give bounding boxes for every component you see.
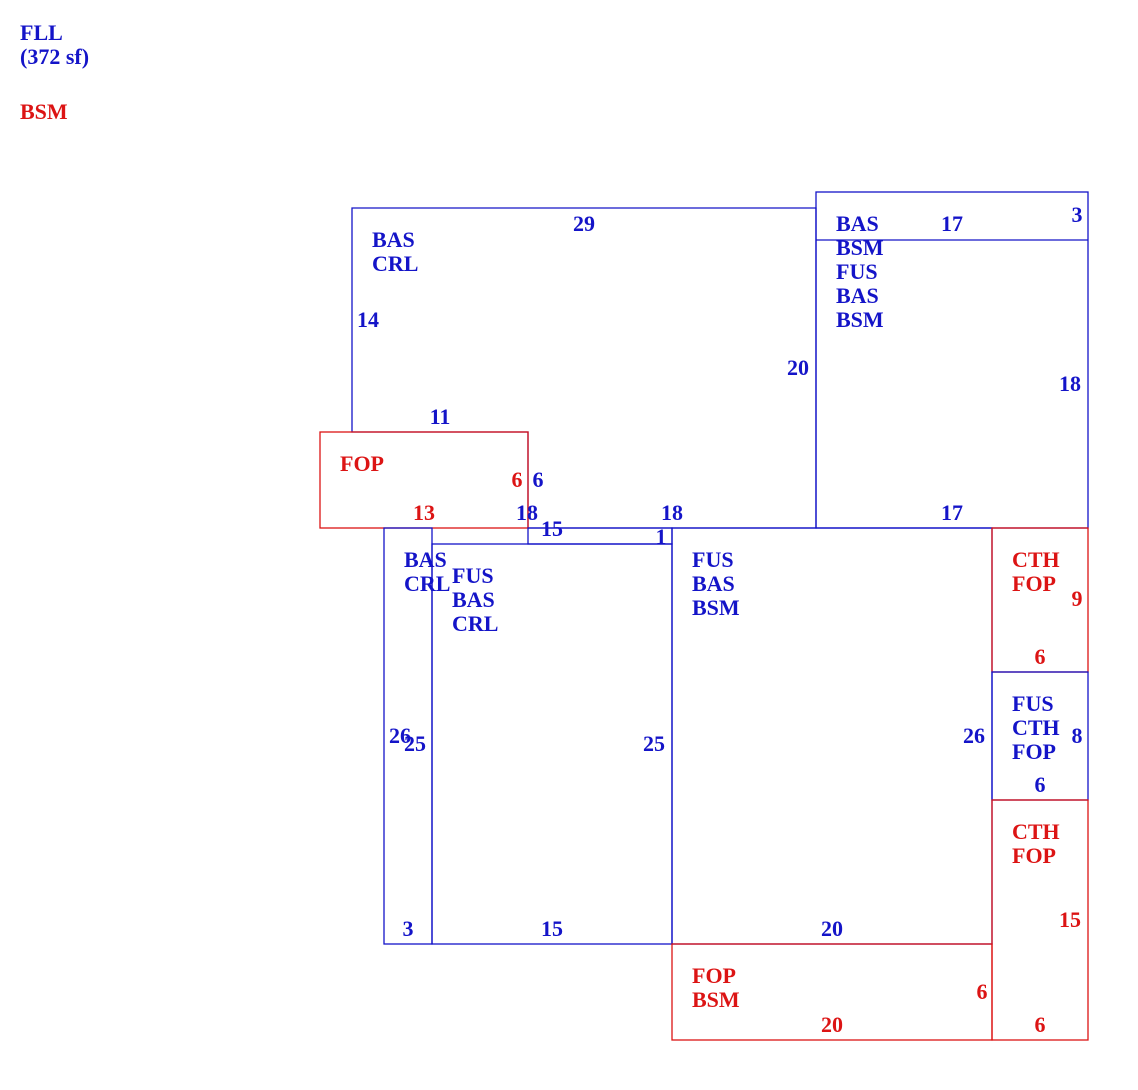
dimension-label: 26 — [389, 723, 411, 748]
dimension-label: 18 — [516, 500, 538, 525]
header-text: FLL (372 sf) BSM — [20, 20, 89, 124]
area-label: FOP — [1012, 843, 1056, 868]
dimension-label: 13 — [413, 500, 435, 525]
dimension-label: 6 — [1035, 1012, 1046, 1037]
area-labels: BAS CRL BAS BSM FUS BAS BSM FOP BAS CRL … — [340, 211, 1060, 1012]
dimension-labels: 29 14 11 20 6 18 17 3 18 17 6 13 26 3 15… — [357, 202, 1083, 1037]
area-label: FUS — [836, 259, 878, 284]
dimension-label: 6 — [533, 467, 544, 492]
dimension-label: 6 — [977, 979, 988, 1004]
area-label: BAS — [836, 211, 879, 236]
area-label: CRL — [452, 611, 498, 636]
dimension-label: 15 — [1059, 907, 1081, 932]
area-label: FOP — [1012, 571, 1056, 596]
dimension-label: 25 — [404, 731, 426, 756]
area-label: BSM — [692, 595, 740, 620]
dimension-label: 20 — [787, 355, 809, 380]
dimension-label: 26 — [963, 723, 985, 748]
area-label: FUS — [1012, 691, 1054, 716]
dimension-label: 14 — [357, 307, 379, 332]
header-line-2: (372 sf) — [20, 44, 89, 69]
dimension-label: 8 — [1072, 723, 1083, 748]
area-label: CTH — [1012, 819, 1060, 844]
area-label: CTH — [1012, 547, 1060, 572]
outline-right-bottom — [991, 799, 1089, 1041]
header-line-1: FLL — [20, 20, 63, 45]
area-label: BSM — [692, 987, 740, 1012]
dimension-label: 11 — [430, 404, 451, 429]
area-label: FOP — [1012, 739, 1056, 764]
dimension-label: 17 — [941, 500, 963, 525]
area-label: FUS — [452, 563, 494, 588]
dimension-label: 6 — [1035, 644, 1046, 669]
area-label: CRL — [372, 251, 418, 276]
area-label: BAS — [372, 227, 415, 252]
area-label: BAS — [404, 547, 447, 572]
dimension-label: 6 — [512, 467, 523, 492]
dimension-label: 1 — [656, 524, 667, 549]
area-label: BSM — [836, 235, 884, 260]
dimension-label: 15 — [541, 516, 563, 541]
dimension-label: 18 — [661, 500, 683, 525]
dimension-label: 3 — [403, 916, 414, 941]
outline-bottom — [671, 943, 993, 1041]
outlines — [319, 191, 1089, 1041]
area-label: BAS — [836, 283, 879, 308]
dimension-label: 20 — [821, 916, 843, 941]
dimension-label: 29 — [573, 211, 595, 236]
area-label: CRL — [404, 571, 450, 596]
area-label: FOP — [692, 963, 736, 988]
area-label: FOP — [340, 451, 384, 476]
dimension-label: 15 — [541, 916, 563, 941]
dimension-label: 20 — [821, 1012, 843, 1037]
dimension-label: 6 — [1035, 772, 1046, 797]
area-label: BAS — [692, 571, 735, 596]
area-label: CTH — [1012, 715, 1060, 740]
area-label: BSM — [836, 307, 884, 332]
dimension-label: 18 — [1059, 371, 1081, 396]
dimension-label: 17 — [941, 211, 963, 236]
dimension-label: 25 — [643, 731, 665, 756]
dimension-label: 3 — [1072, 202, 1083, 227]
area-label: BAS — [452, 587, 495, 612]
dimension-label: 9 — [1072, 586, 1083, 611]
outline-top-left — [351, 207, 817, 529]
header-note: BSM — [20, 99, 68, 124]
area-label: FUS — [692, 547, 734, 572]
